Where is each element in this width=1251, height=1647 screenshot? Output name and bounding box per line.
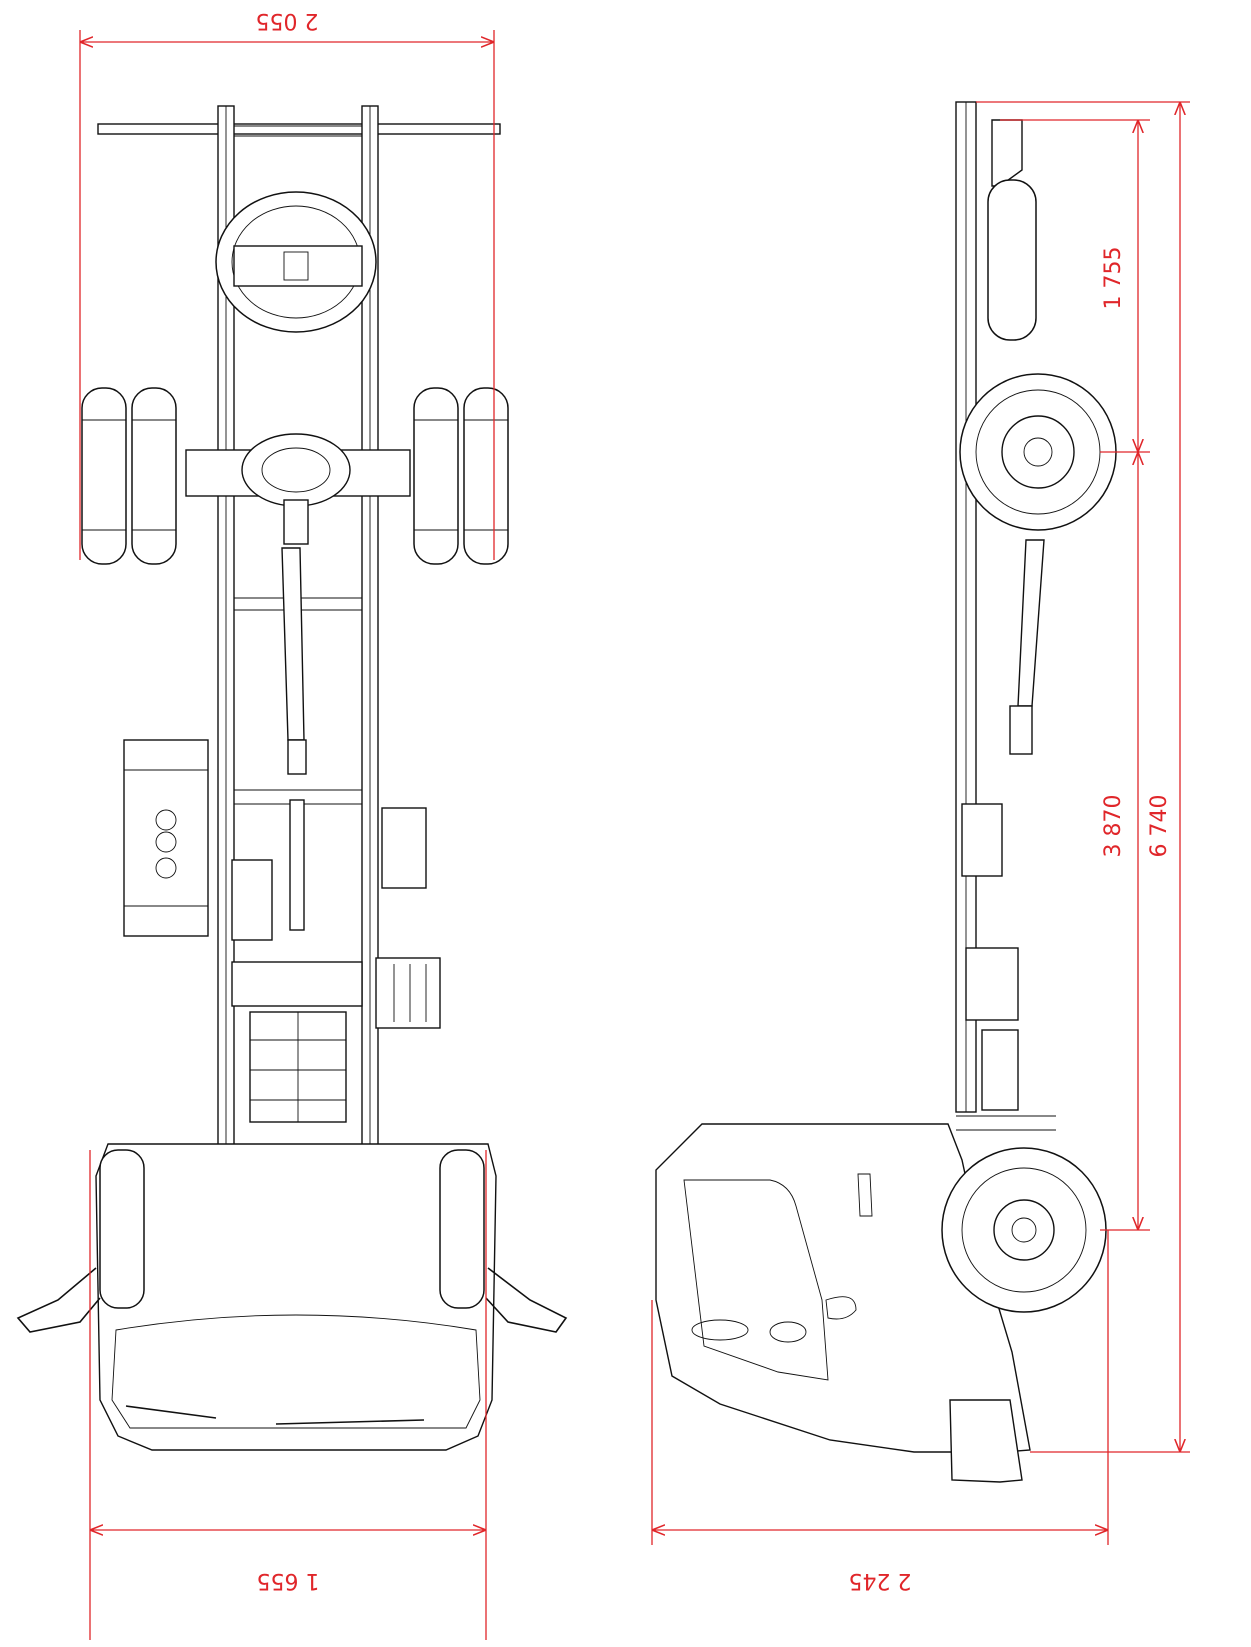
dim-cab-width: 1 655 — [257, 1568, 320, 1593]
dimensions: 2 055 1 655 2 245 1 755 3 870 6 740 — [79, 8, 1190, 1640]
dim-wheelbase: 3 870 — [1101, 795, 1126, 858]
dim-overall-length: 6 740 — [1147, 795, 1172, 858]
dim-rear-overhang: 1 755 — [1101, 247, 1126, 310]
dim-top-width: 2 055 — [256, 8, 319, 33]
dim-side-length: 2 245 — [849, 1568, 912, 1593]
top-view — [16, 105, 568, 1451]
side-view — [655, 101, 1117, 1483]
